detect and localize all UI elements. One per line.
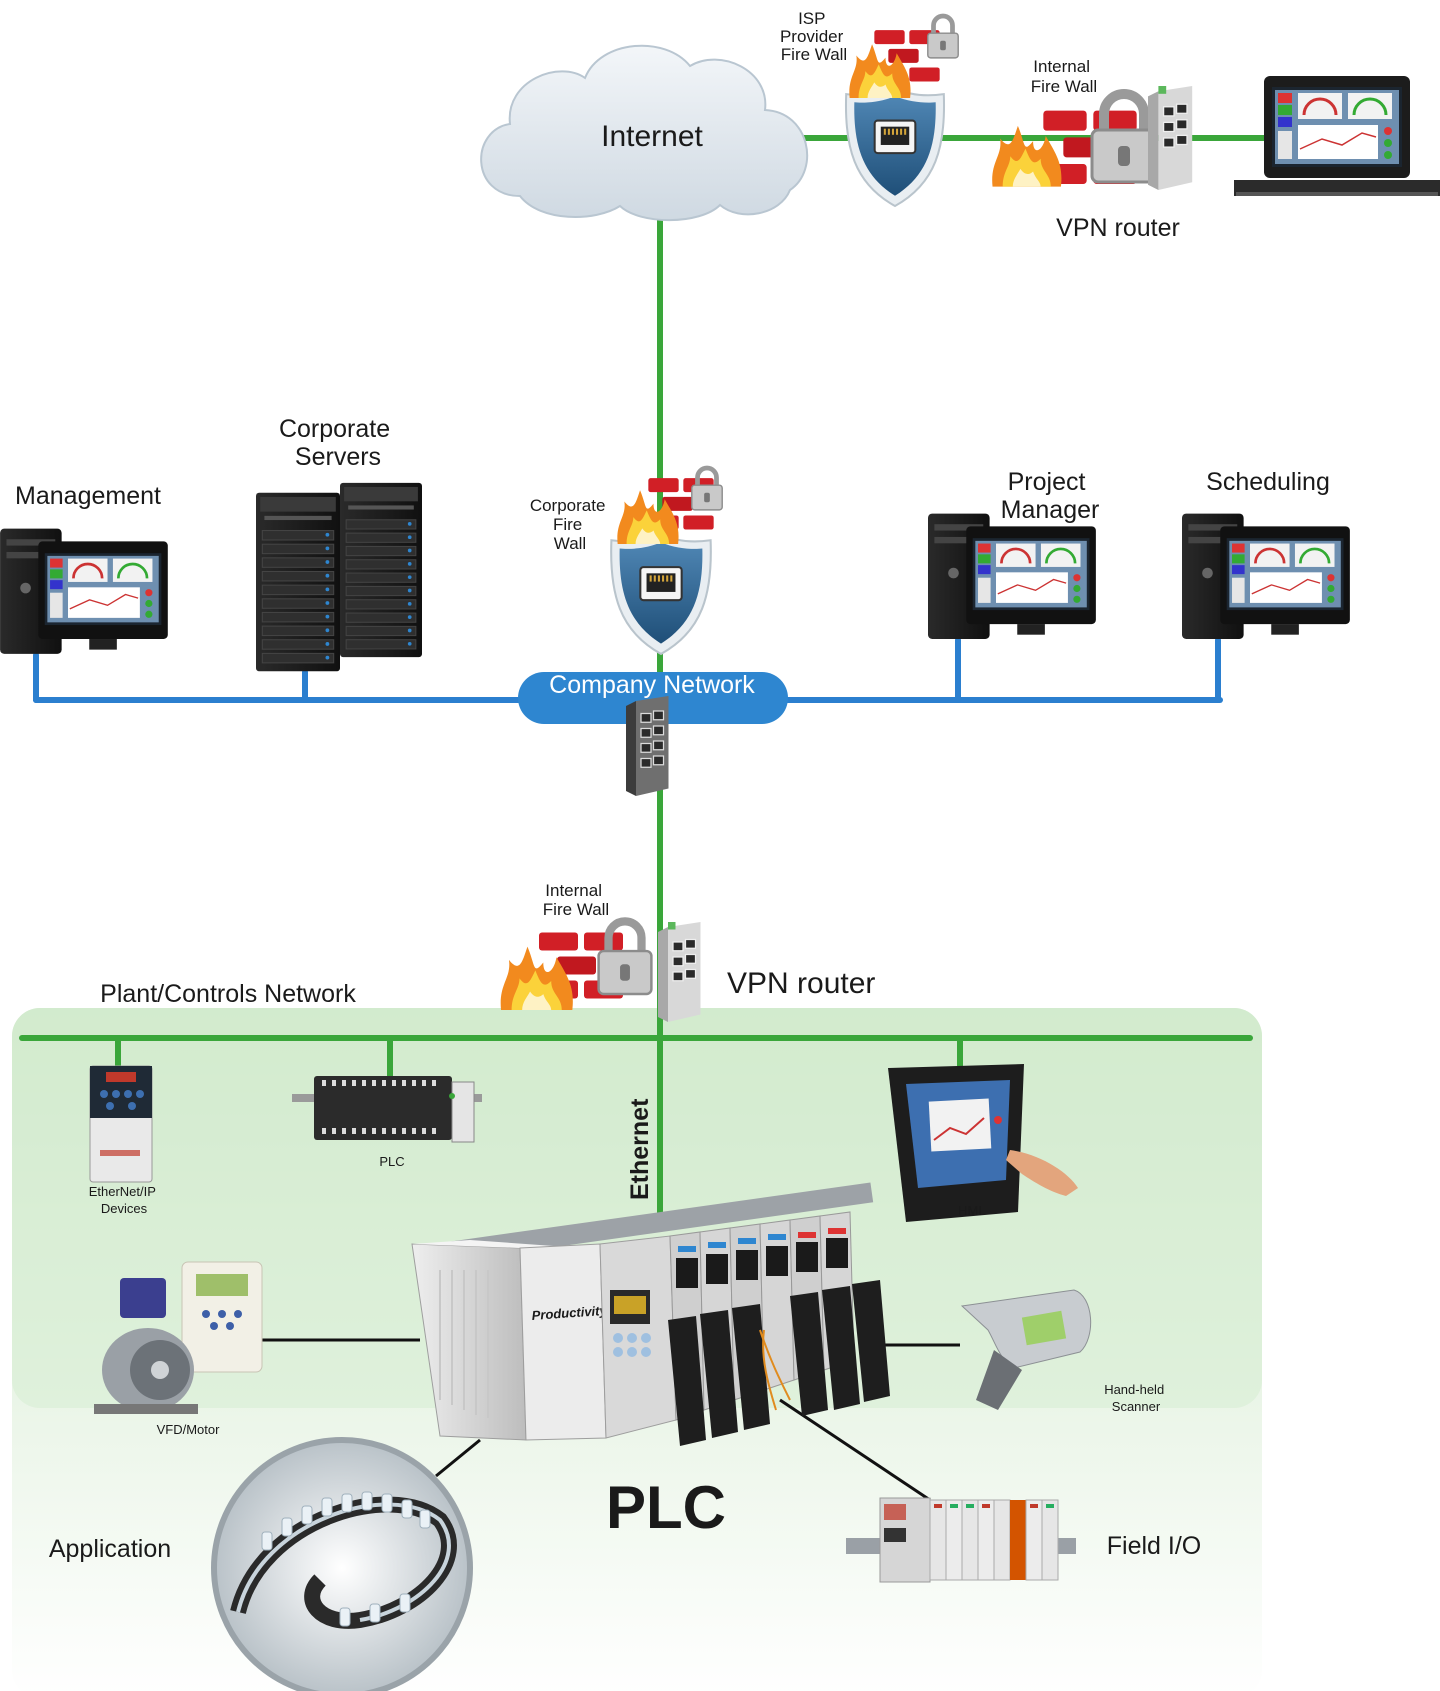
project-manager-line-2: Manager (1001, 496, 1100, 524)
isp-firewall-line-3: Fire Wall (781, 45, 847, 64)
ethernet-ip-line-2: Devices (101, 1201, 148, 1216)
server-icon (340, 482, 422, 658)
corporate-servers-line-1: Corporate (279, 415, 390, 443)
corporate-firewall-line-1: Corporate (530, 496, 606, 515)
internal-firewall-bottom: Internal Fire Wall VPN router (500, 881, 875, 1022)
company-network-pill (518, 672, 788, 724)
corporate-firewall-line-2: Fire (553, 515, 582, 534)
workstation-icon (928, 514, 1096, 639)
company-network: Company Network (518, 671, 788, 796)
application: Application (49, 1437, 473, 1691)
svg-text:Internal Fire Wall: Internal Fire Wall (1031, 57, 1097, 96)
ethernet-label: Ethernet (626, 1098, 654, 1200)
svg-text:Hand-held Scanner: Hand-held Scanner (1104, 1382, 1168, 1414)
isp-firewall-line-1: ISP (798, 9, 825, 28)
main-plc-rack: Productivity (411, 1182, 890, 1541)
network-switch-icon (625, 696, 670, 796)
flame-icon (500, 946, 573, 1010)
shield-icon (844, 86, 946, 208)
vpn-router-top-label: VPN router (1056, 214, 1180, 242)
project-manager-line-1: Project (1008, 468, 1086, 496)
internal-firewall-top-line-2: Fire Wall (1031, 77, 1097, 96)
plc-main-label: PLC (606, 1474, 726, 1541)
padlock-icon (692, 468, 722, 510)
handheld-scanner: Hand-held Scanner (960, 1289, 1168, 1414)
cloud-icon (480, 44, 809, 222)
isp-firewall: ISP Provider Fire Wall (780, 9, 958, 208)
project-manager-station: Project Manager (928, 468, 1099, 639)
ethernet-ip-line-1: EtherNet/IP (89, 1184, 156, 1199)
company-network-label: Company Network (549, 671, 755, 699)
vpn-router-bottom-label: VPN router (727, 967, 875, 1000)
svg-text:Internal Fire Wall: Internal Fire Wall (543, 881, 609, 919)
workstation-icon (0, 529, 168, 654)
internal-firewall-top-line-1: Internal (1033, 57, 1090, 76)
internal-firewall-bottom-line-1: Internal (545, 881, 602, 900)
hmi-label: HMI (958, 1203, 982, 1218)
plc-brand: Productivity (531, 1303, 608, 1323)
internal-firewall-bottom-line-2: Fire Wall (543, 900, 609, 919)
scanner-line-2: Scanner (1112, 1399, 1161, 1414)
hand-icon (1006, 1150, 1078, 1196)
cable-connectors (668, 1280, 890, 1446)
padlock-icon (1092, 94, 1156, 182)
isp-firewall-line-2: Provider (780, 27, 844, 46)
ethernet-ip-device: EtherNet/IP Devices (89, 1065, 160, 1216)
corporate-firewall: Corporate Fire Wall (530, 468, 722, 656)
router-icon (1148, 85, 1193, 191)
small-plc: PLC (292, 1076, 482, 1169)
padlock-icon (928, 16, 958, 58)
server-icon (256, 492, 340, 672)
vfd-motor-label: VFD/Motor (157, 1422, 221, 1437)
workstation-icon (1182, 514, 1350, 639)
scheduling-label: Scheduling (1206, 468, 1330, 496)
flame-icon (992, 125, 1062, 187)
corporate-servers: Corporate Servers (256, 415, 422, 672)
small-plc-label: PLC (379, 1154, 404, 1169)
svg-text:Corporate Fire Wal: Corporate Fire Wall (530, 496, 610, 553)
plant-network-label: Plant/Controls Network (100, 980, 356, 1008)
svg-text:Project Manager: Project Manager (1001, 468, 1100, 524)
padlock-icon (599, 921, 652, 994)
corporate-firewall-line-3: Wall (554, 534, 586, 553)
corporate-servers-line-2: Servers (295, 443, 381, 471)
internet-label: Internet (601, 120, 703, 153)
internal-firewall-top: Internal Fire Wall VPN router (992, 57, 1193, 242)
coupling-icon (120, 1278, 166, 1318)
plc-icon (314, 1076, 452, 1140)
shield-icon (610, 532, 712, 656)
svg-text:Corporate Servers: Corporate Servers (279, 415, 397, 471)
management-label: Management (15, 482, 161, 510)
management-station: Management (0, 482, 168, 654)
vfd-motor: VFD/Motor (94, 1261, 263, 1437)
hmi-panel: HMI (888, 1064, 1078, 1222)
scanner-line-1: Hand-held (1104, 1382, 1164, 1397)
router-icon (657, 922, 702, 1022)
svg-text:ISP Provider Fire: ISP Provider Fire Wall (780, 9, 848, 64)
svg-text:EtherNet/IP Devices: EtherNet/IP Devices (89, 1184, 160, 1216)
internet-cloud: Internet (480, 44, 809, 222)
scheduling-station: Scheduling (1182, 468, 1350, 639)
field-io: Field I/O (846, 1497, 1201, 1583)
remote-laptop (1234, 76, 1440, 196)
field-io-label: Field I/O (1107, 1532, 1201, 1560)
application-label: Application (49, 1535, 171, 1563)
